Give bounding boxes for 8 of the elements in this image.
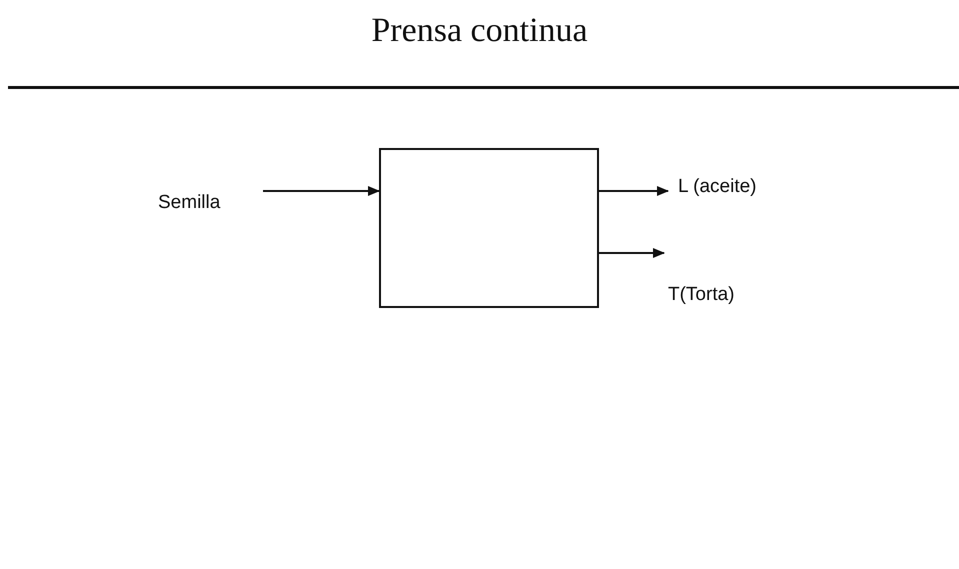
stream-label: Semilla [158, 186, 263, 220]
process-box [379, 148, 599, 308]
stream-label: T(Torta) [664, 240, 768, 306]
arrow [599, 186, 669, 196]
arrow [599, 248, 665, 258]
diagram-title: Prensa continua [371, 12, 588, 49]
stream-label: L (aceite) [668, 170, 788, 204]
arrow [263, 186, 380, 196]
